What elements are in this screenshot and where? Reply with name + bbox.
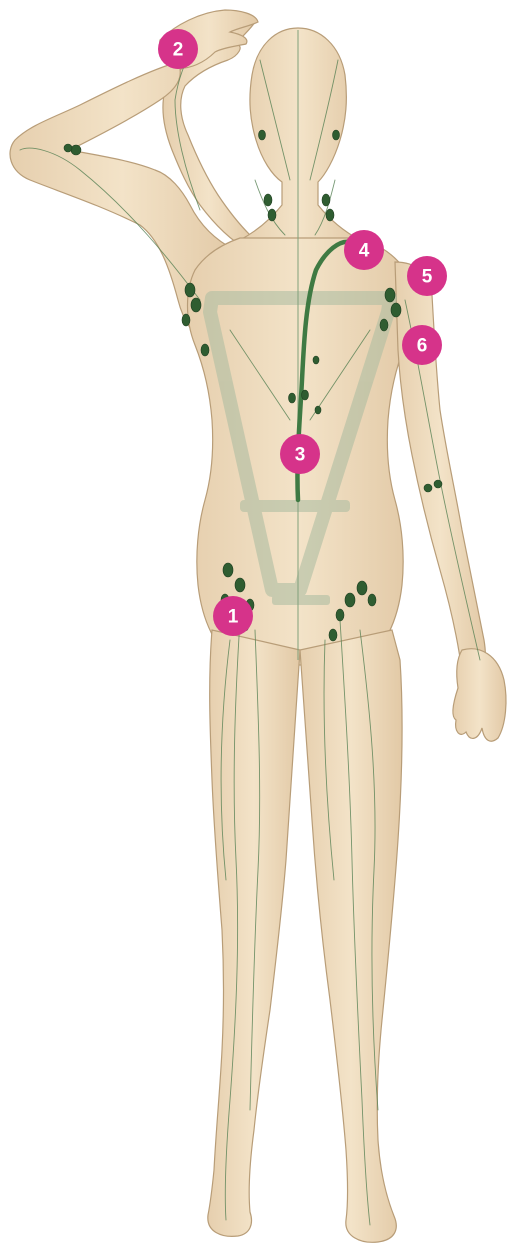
hanging-arm bbox=[395, 262, 486, 672]
marker-4: 4 bbox=[344, 230, 384, 270]
marker-4-label: 4 bbox=[359, 241, 370, 262]
marker-6: 6 bbox=[402, 325, 442, 365]
marker-1: 1 bbox=[213, 596, 253, 636]
left-leg bbox=[208, 630, 300, 1236]
marker-2: 2 bbox=[158, 29, 198, 69]
body-silhouette bbox=[10, 10, 506, 1242]
marker-2-label: 2 bbox=[173, 40, 184, 61]
marker-3-label: 3 bbox=[295, 445, 306, 466]
marker-5-label: 5 bbox=[422, 267, 433, 288]
hanging-hand bbox=[453, 649, 506, 741]
marker-5: 5 bbox=[407, 256, 447, 296]
right-leg bbox=[300, 630, 402, 1242]
marker-1-label: 1 bbox=[228, 607, 239, 628]
marker-3: 3 bbox=[280, 434, 320, 474]
head bbox=[240, 28, 360, 240]
marker-6-label: 6 bbox=[417, 336, 428, 357]
